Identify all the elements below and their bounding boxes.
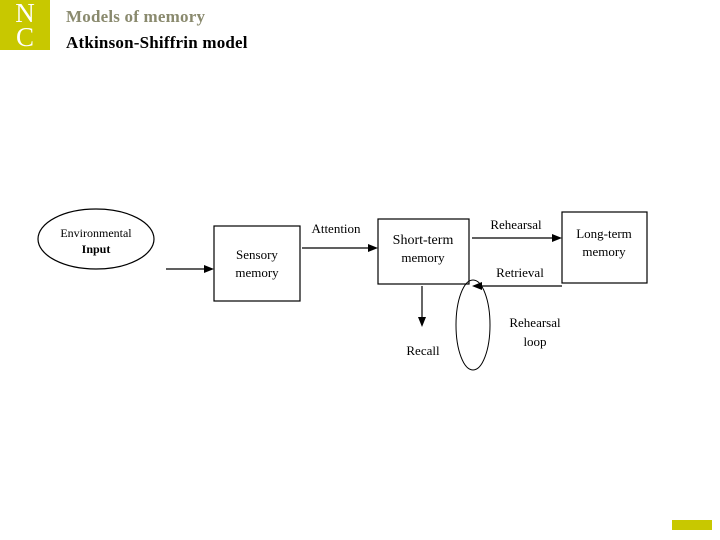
page-title: Models of memory — [66, 7, 206, 26]
edge-label-rehearsal-loop-line2: loop — [523, 334, 546, 349]
sensory-memory-label-line2: memory — [235, 265, 279, 280]
edge-label-rehearsal: Rehearsal — [490, 217, 542, 232]
footer-accent-bar — [672, 520, 712, 530]
sensory-memory-node — [213, 225, 301, 302]
arrowhead-long-term-to-short-term — [472, 282, 482, 290]
logo-letter-c: C — [15, 22, 34, 52]
environmental-input-node — [37, 208, 155, 270]
logo-background — [0, 0, 50, 50]
sensory-memory-label-line1: Sensory — [236, 247, 278, 262]
edge-label-retrieval: Retrieval — [496, 265, 544, 280]
arrowhead-short-term-to-long-term — [552, 234, 562, 242]
logo-letters: N C — [0, 0, 50, 52]
arrowhead-input-to-sensory — [204, 265, 214, 273]
arrowhead-recall — [418, 317, 426, 327]
long-term-memory-label-line1: Long-term — [576, 226, 632, 241]
short-term-memory-label-line2: memory — [401, 250, 445, 265]
environmental-input-label-line2: Input — [82, 242, 111, 256]
logo-letter-n: N — [15, 0, 35, 28]
edge-label-rehearsal-loop-line1: Rehearsal — [509, 315, 561, 330]
short-term-memory-label-line1: Short-term — [393, 233, 454, 248]
rehearsal-loop-shape — [455, 279, 491, 371]
environmental-input-label-line1: Environmental — [60, 226, 132, 240]
long-term-memory-node — [561, 211, 648, 284]
edge-label-attention: Attention — [311, 221, 361, 236]
arrowhead-sensory-to-short-term — [368, 244, 378, 252]
edge-label-recall: Recall — [406, 343, 440, 358]
page-subtitle: Atkinson-Shiffrin model — [66, 33, 248, 52]
short-term-memory-node — [377, 218, 470, 285]
long-term-memory-label-line2: memory — [582, 244, 626, 259]
